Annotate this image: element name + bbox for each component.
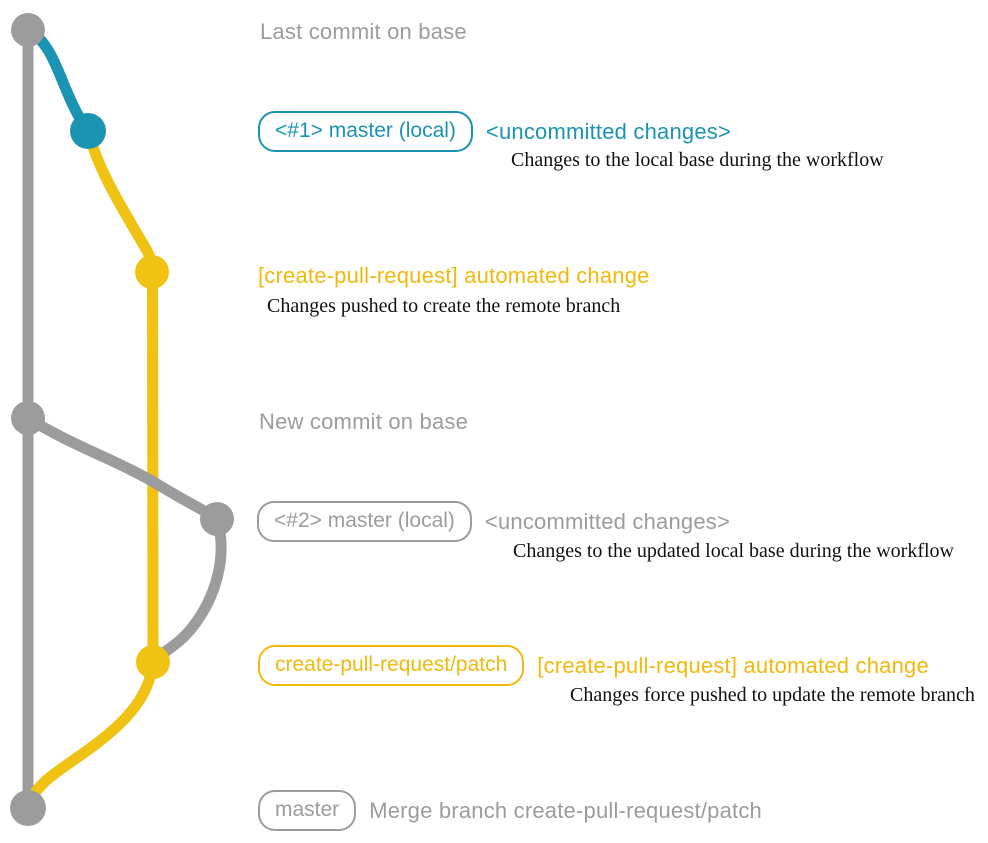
row-master-merge: master Merge branch create-pull-request/… <box>258 790 762 831</box>
master2-to-patch-edge <box>148 513 227 667</box>
commit-node-last-base <box>11 13 45 47</box>
patch-branch-edge-1 <box>82 125 158 278</box>
patch-branch-line <box>147 271 159 663</box>
commit-node-master-2 <box>200 502 234 536</box>
branch-label-master-local-1: <#1> master (local) <box>258 111 473 152</box>
commit-message-uncommitted-1: <uncommitted changes> <box>485 118 732 144</box>
branch-label-master-local-2: <#2> master (local) <box>257 501 472 542</box>
commit-message-last-base: Last commit on base <box>260 19 467 44</box>
description-automated-1: Changes pushed to create the remote bran… <box>267 295 621 317</box>
commit-node-merge <box>10 790 46 826</box>
description-uncommitted-1: Changes to the local base during the wor… <box>511 149 884 171</box>
commit-node-new-base <box>11 401 45 435</box>
row-master-local-1: <#1> master (local) <uncommitted changes… <box>258 111 731 152</box>
description-uncommitted-2: Changes to the updated local base during… <box>513 540 954 562</box>
row-patch-branch: create-pull-request/patch [create-pull-r… <box>258 645 929 686</box>
commit-message-merge: Merge branch create-pull-request/patch <box>369 797 762 823</box>
branch-label-patch: create-pull-request/patch <box>258 645 525 686</box>
row-master-local-2: <#2> master (local) <uncommitted changes… <box>257 501 730 542</box>
patch-merge-edge <box>22 656 159 810</box>
commit-node-patch-2 <box>136 645 170 679</box>
description-automated-2: Changes force pushed to update the remot… <box>570 684 975 706</box>
commit-message-automated-1: [create-pull-request] automated change <box>258 263 650 288</box>
git-graph <box>10 13 234 826</box>
commit-node-master-1 <box>70 113 106 149</box>
commit-message-automated-2: [create-pull-request] automated change <box>537 652 929 678</box>
commit-message-new-base: New commit on base <box>259 409 469 434</box>
branch-label-master: master <box>258 790 357 831</box>
base-to-master2-edge <box>22 412 223 525</box>
commit-message-uncommitted-2: <uncommitted changes> <box>484 508 731 534</box>
commit-node-patch-1 <box>135 255 169 289</box>
